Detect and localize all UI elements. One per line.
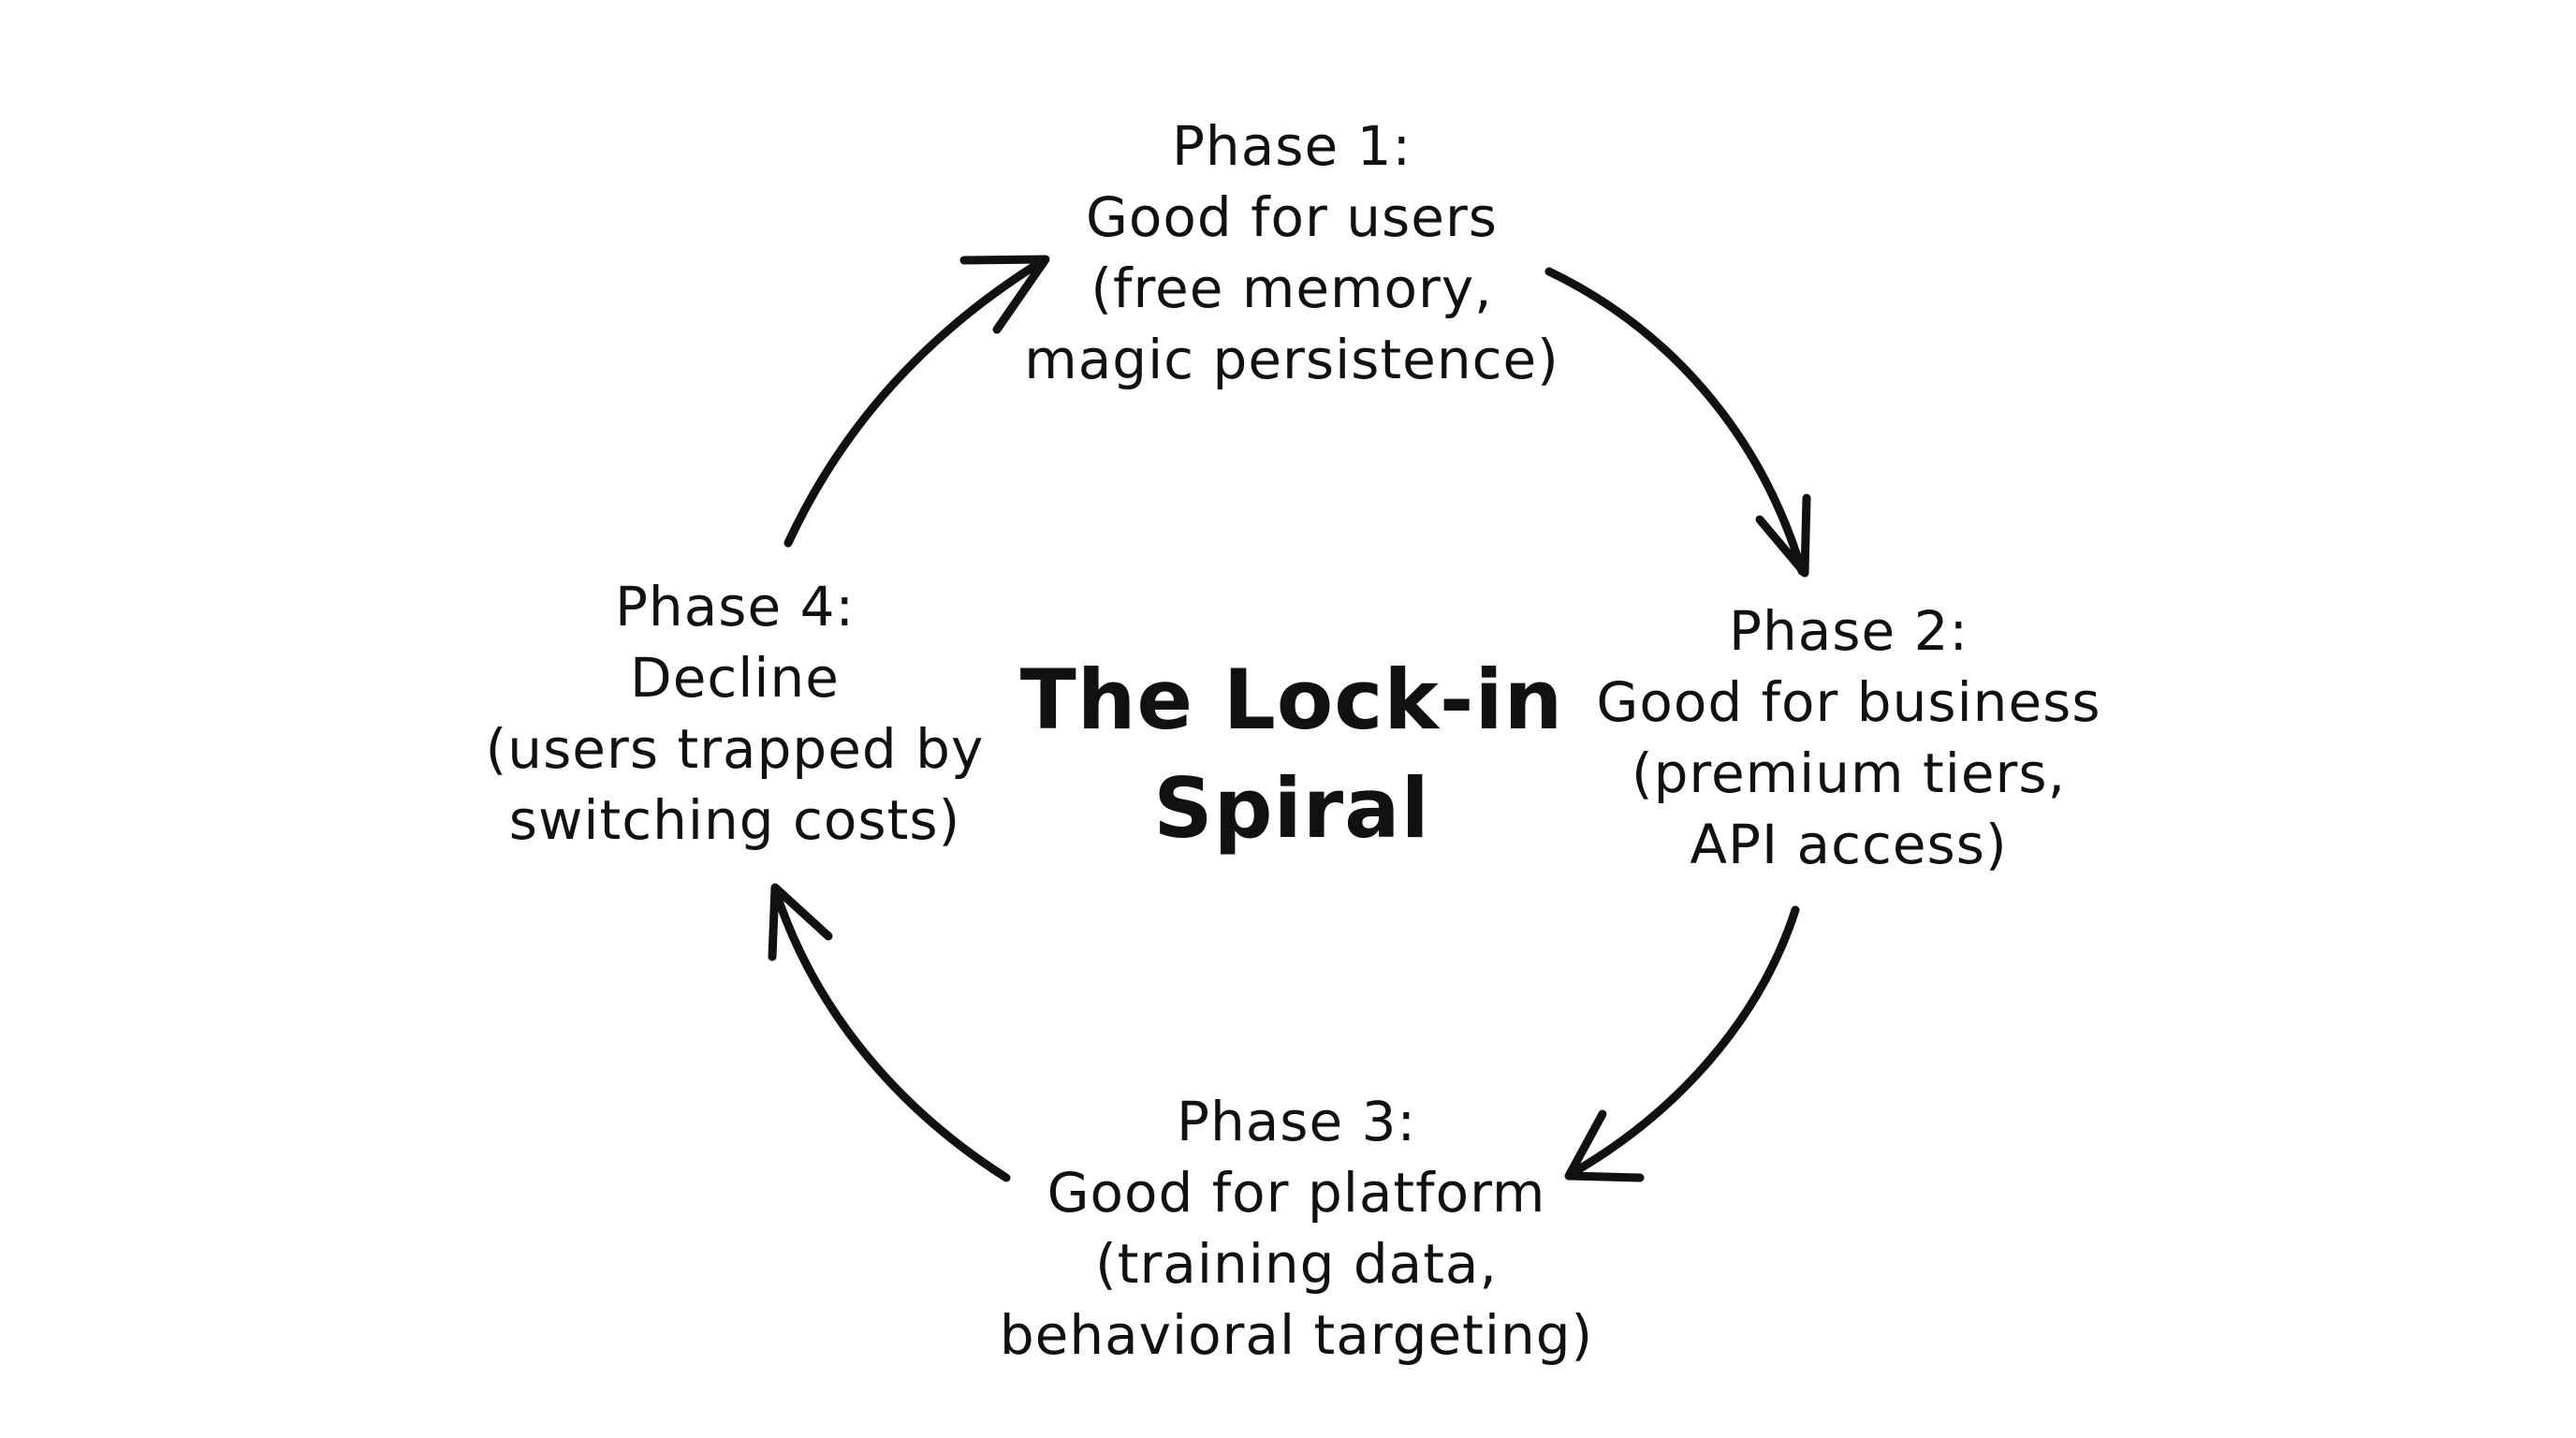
phase-3-detail-1: (training data, [1095,1232,1498,1296]
phase-4-label: Decline [630,646,840,710]
diagram-title-line-1: The Lock-in [1019,652,1564,748]
arrow-phase2-to-phase3 [1564,905,1800,1182]
phase-3-heading: Phase 3: [1176,1090,1417,1153]
phase-1-heading: Phase 1: [1171,114,1412,178]
phase-3-label: Good for platform [1046,1161,1546,1225]
phase-1-node: Phase 1: Good for users (free memory, ma… [1024,110,1559,395]
phase-2-detail-1: (premium tiers, [1631,741,2067,805]
phase-1-detail-2: magic persistence) [1024,328,1559,391]
phase-4-node: Phase 4: Decline (users trapped by switc… [486,571,985,856]
phase-4-detail-2: switching costs) [508,788,961,852]
phase-2-heading: Phase 2: [1728,599,1969,663]
diagram-title-line-2: Spiral [1153,760,1430,857]
phase-1-label: Good for users [1085,185,1499,249]
phase-4-heading: Phase 4: [614,575,856,638]
phase-2-label: Good for business [1596,670,2101,734]
arrow-phase4-to-phase1 [783,255,1050,548]
phase-3-node: Phase 3: Good for platform (training dat… [1000,1086,1593,1371]
phase-1-detail-1: (free memory, [1090,257,1493,320]
arrow-phase1-to-phase2 [1544,267,1811,578]
phase-2-detail-2: API access) [1690,813,2008,876]
phase-2-node: Phase 2: Good for business (premium tier… [1596,595,2100,880]
phase-3-detail-2: behavioral targeting) [999,1303,1594,1367]
diagram-title: The Lock-in Spiral [1020,646,1564,863]
phase-4-detail-1: (users trapped by [485,717,985,781]
arrow-phase3-to-phase4 [768,883,1011,1182]
